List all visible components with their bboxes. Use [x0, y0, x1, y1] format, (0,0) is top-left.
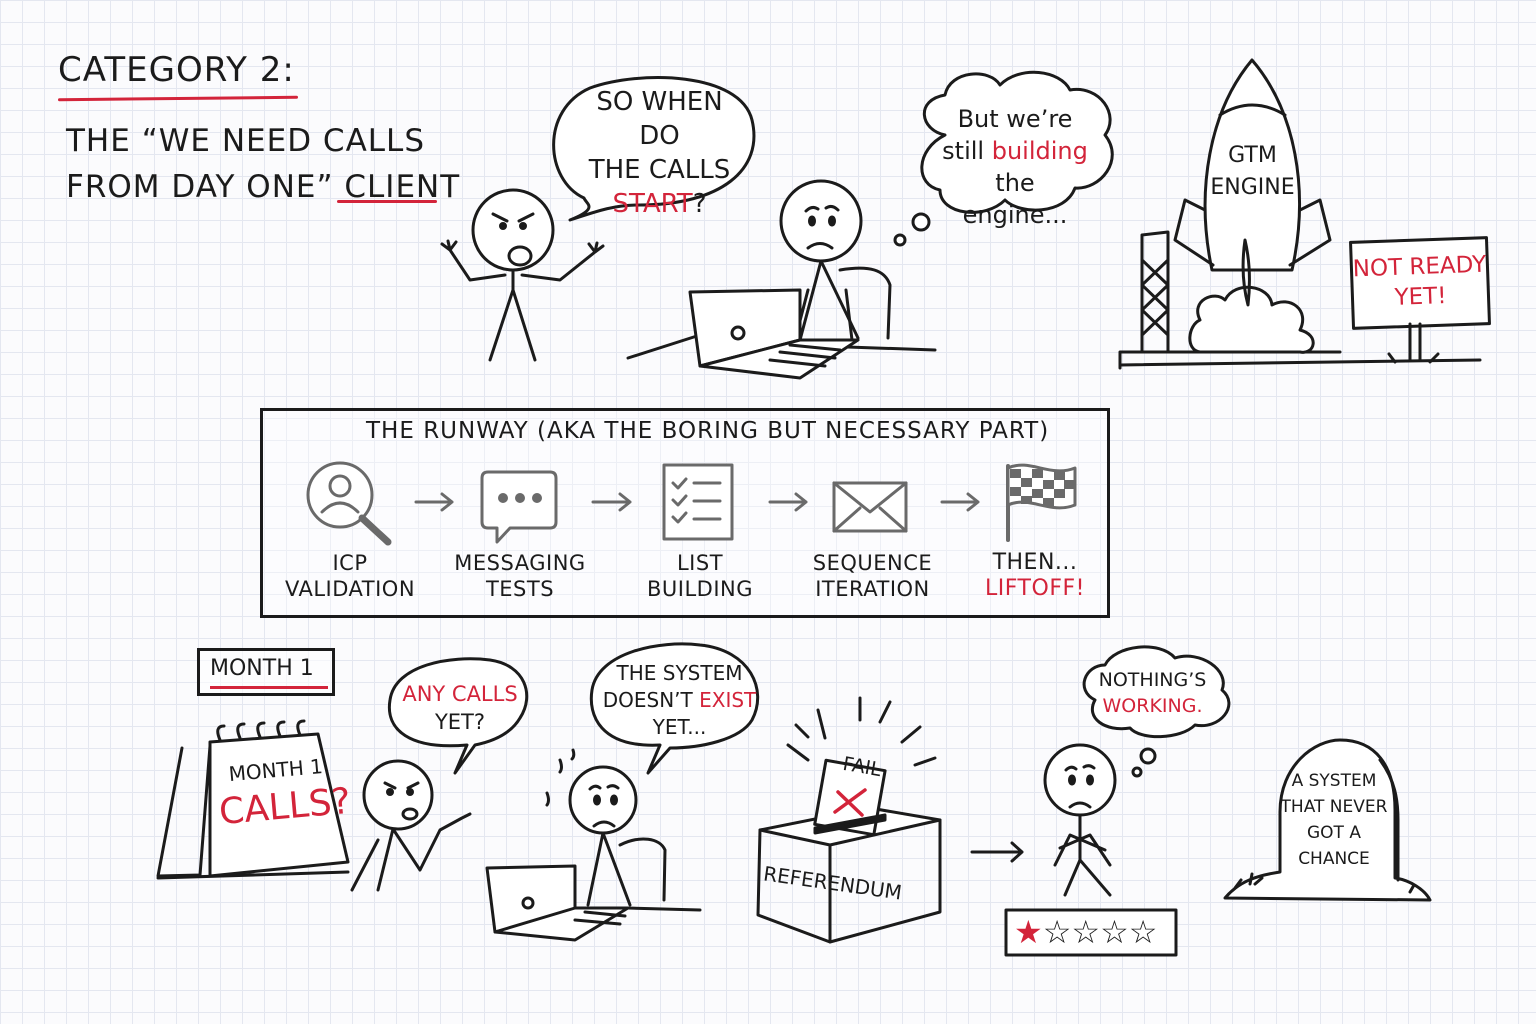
client-underline [337, 200, 437, 203]
star-filled-icon: ★ [1014, 913, 1043, 951]
rocket-icon [1118, 58, 1482, 370]
tombstone-line-2: THAT NEVER [1280, 797, 1388, 817]
chat-bubble-icon [480, 470, 558, 544]
angry-client-figure [440, 188, 605, 362]
step-label-line-2: TESTS [485, 577, 555, 601]
sign-line-2: YET! [1394, 283, 1447, 311]
sign-line-1: NOT READY [1352, 251, 1487, 283]
speech-system-line-2: DOESN’T EXIST [597, 687, 762, 714]
runway-step-sequence: SEQUENCE ITERATION [800, 550, 945, 602]
checkered-flag-icon [1006, 463, 1077, 542]
speech-exist-word: EXIST [699, 688, 757, 712]
star-empty-icon: ☆ [1042, 913, 1072, 951]
builder-figure-top [626, 179, 937, 380]
page-title: CATEGORY 2: [58, 50, 295, 90]
speech-start-word: START [612, 189, 693, 219]
speech-bubble-system [589, 642, 760, 775]
runway-arrows [414, 492, 980, 512]
step-label-line-2: BUILDING [646, 577, 754, 601]
thought-line-1: But we’re [957, 105, 1073, 133]
star-empty-icon: ☆ [1128, 913, 1158, 951]
runway-step-icp: ICP VALIDATION [280, 550, 420, 602]
tombstone-icon [1223, 738, 1432, 902]
speech-question-mark: ? [692, 189, 707, 219]
arrow-icon [970, 841, 1024, 863]
star-rating-stars: ★☆☆☆☆ [1014, 913, 1157, 951]
month-tag-underline [210, 686, 328, 689]
star-rating [1004, 908, 1178, 957]
step-label-line-1: THEN... [992, 550, 1078, 575]
month-tag-label: MONTH 1 [210, 656, 314, 681]
runway-step-liftoff: THEN... LIFTOFF! [965, 550, 1105, 602]
page-subtitle: THE “WE NEED CALLS FROM DAY ONE” CLIENT [66, 118, 460, 210]
thought-cloud-building [893, 70, 1114, 247]
speech-bubble-any-calls [387, 657, 529, 775]
speech-system-line-1: THE SYSTEM [616, 661, 743, 685]
speech-bubble-start-text: SO WHEN DO THE CALLS START? [572, 85, 747, 221]
step-label-line-1: LIST [676, 551, 724, 575]
rocket-label-line-2: ENGINE [1210, 175, 1295, 200]
runway-panel [260, 408, 1110, 618]
subtitle-line-1: THE “WE NEED CALLS [66, 123, 425, 159]
step-label-line-1: ICP [332, 551, 368, 575]
speech-system-line-2-text: DOESN’T [602, 688, 700, 712]
speech-system-text: THE SYSTEM DOESN’T EXIST YET... [597, 660, 762, 741]
rocket-label: GTM ENGINE [1205, 140, 1300, 204]
runway-step-list: LIST BUILDING [630, 550, 770, 602]
sad-figure-arms-crossed [1043, 743, 1117, 897]
subtitle-line-2-text: FROM DAY ONE” [66, 169, 345, 205]
thought-line-3: the engine... [962, 169, 1068, 229]
not-ready-sign [1349, 236, 1491, 364]
subtitle-line-2: FROM DAY ONE” CLIENT [66, 164, 460, 210]
tombstone-line-3: GOT A CHANCE [1298, 823, 1370, 869]
speech-any-calls-line-2: YET? [434, 710, 486, 734]
checklist-icon [662, 463, 734, 541]
calendar-calls: CALLS? [217, 780, 353, 834]
thought-working-word: WORKING. [1102, 695, 1203, 717]
subtitle-client-word: CLIENT [344, 169, 461, 205]
star-empty-icon: ☆ [1100, 913, 1129, 951]
runway-step-messaging: MESSAGING TESTS [450, 550, 590, 602]
thought-nothing-line-1: NOTHING’S [1098, 669, 1207, 691]
calendar-text: MONTH 1 CALLS? [215, 753, 353, 839]
speech-bubble-start [552, 76, 756, 222]
speech-any-calls-text: ANY CALLS YET? [395, 680, 525, 736]
speech-line-3: START? [572, 187, 747, 221]
step-label-liftoff: LIFTOFF! [985, 576, 1085, 601]
ballot-box-icon [756, 696, 942, 944]
not-ready-sign-text: NOT READY YET! [1351, 250, 1489, 315]
speech-line-2: THE CALLS [588, 155, 731, 185]
thought-line-2-text: still [942, 137, 992, 165]
tombstone-line-1: A SYSTEM [1291, 771, 1377, 791]
envelope-icon [832, 481, 908, 533]
step-label-line-2: ITERATION [815, 577, 930, 601]
thought-nothing-working-text: NOTHING’S WORKING. [1090, 667, 1215, 719]
thought-cloud-building-text: But we’re still building the engine... [940, 103, 1090, 231]
tombstone-text: A SYSTEM THAT NEVER GOT A CHANCE [1278, 768, 1390, 872]
speech-any-calls-line-1: ANY CALLS [402, 682, 518, 706]
step-label-line-1: MESSAGING [454, 551, 586, 575]
pointing-client-figure [350, 759, 472, 892]
desk-calendar-icon [156, 719, 350, 880]
star-empty-icon: ☆ [1071, 913, 1101, 951]
step-label-line-2: VALIDATION [284, 577, 416, 601]
magnifier-person-icon [306, 461, 392, 546]
speech-line-1: SO WHEN DO [596, 87, 723, 151]
thought-line-2: still building [940, 135, 1090, 167]
sweating-builder-figure [485, 748, 702, 942]
runway-title: THE RUNWAY (AKA THE BORING BUT NECESSARY… [366, 418, 1050, 444]
thought-building-word: building [991, 137, 1088, 165]
step-label-line-1: SEQUENCE [812, 551, 933, 575]
speech-system-line-3: YET... [652, 715, 707, 739]
thought-cloud-nothing-working [1082, 645, 1231, 778]
rocket-label-line-1: GTM [1228, 143, 1277, 168]
